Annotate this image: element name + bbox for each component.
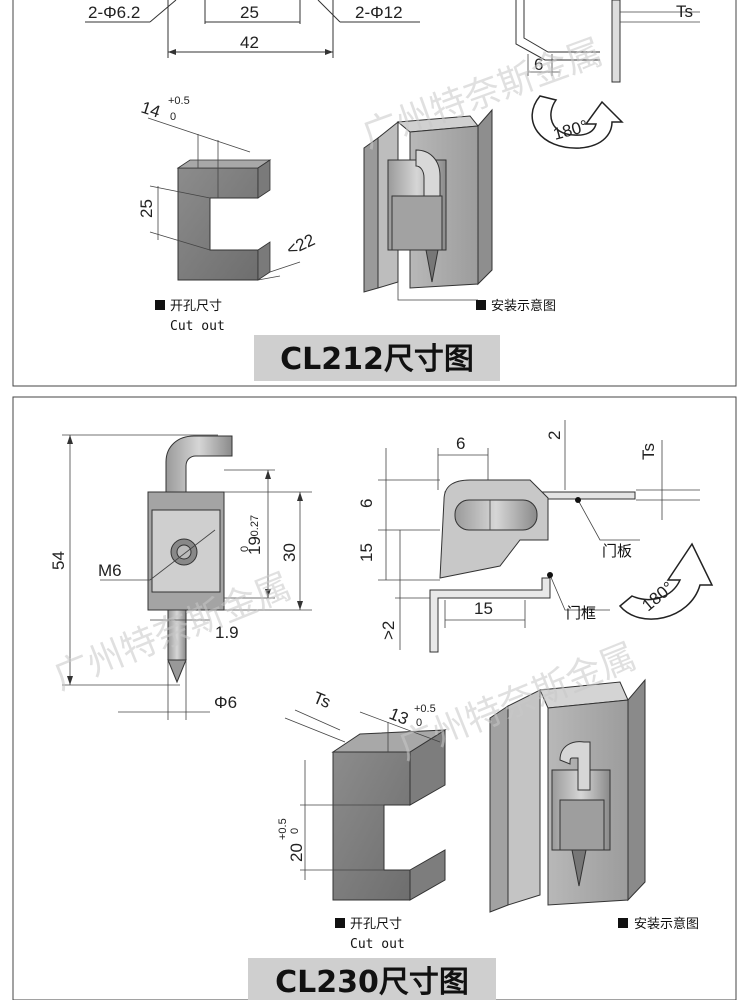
cutout-label-en: Cut out [170, 319, 225, 334]
side-view-partial: Ts 6 [515, 0, 700, 83]
dim-dia: Φ6 [214, 693, 237, 712]
door-frame-label: 门框 [566, 604, 596, 622]
install-illustration [363, 108, 493, 301]
install-bullet [476, 300, 486, 310]
install-label: 安装示意图 [491, 298, 556, 314]
dim-thread: M6 [98, 561, 122, 580]
dim-six-top: 6 [456, 434, 465, 453]
door-panel-label: 门板 [602, 542, 632, 560]
cutout-bullet [155, 300, 165, 310]
install-illustration-2 [489, 678, 646, 913]
cutout-label-en-2: Cut out [350, 937, 405, 952]
dim-gt2: >2 [379, 621, 398, 640]
dim-19-tol-up: 0 [239, 546, 251, 552]
dim-top: 14 [139, 98, 163, 122]
cutout-plate-2: Ts 13 +0.5 0 20 +0.5 0 [277, 688, 447, 901]
dim-twenty-tol-up: +0.5 [277, 818, 289, 840]
dim-top-tol-up: +0.5 [168, 95, 190, 107]
cutout-label-2: 开孔尺寸 [350, 917, 402, 932]
caption-2: CL230尺寸图 [275, 965, 469, 1000]
dim-thirteen-tol-up: +0.5 [414, 703, 436, 715]
dim-ts: Ts [676, 2, 693, 21]
hinge-front-view: 54 19 0 -0.27 30 [49, 434, 312, 720]
caption-box-2 [248, 958, 496, 1000]
dim-19-tol-low: -0.27 [249, 515, 261, 540]
dim-ts-top: Ts [639, 443, 658, 460]
dim-twenty: 20 [287, 843, 306, 862]
dim-1-9: 1.9 [215, 623, 239, 642]
dim-overall: 42 [240, 33, 259, 52]
dim-six: 6 [534, 55, 543, 74]
cutout-plate: 14 +0.5 0 25 <22 [137, 95, 318, 281]
dim-ts-2: Ts [311, 688, 334, 712]
dim-six-side: 6 [357, 499, 376, 508]
dim-fifteen-v: 15 [357, 543, 376, 562]
section-view: 6 2 Ts 6 15 >2 [357, 420, 700, 653]
dim-two: 2 [545, 431, 564, 440]
cutout-bullet-2 [335, 918, 345, 928]
panel-cl212: 2-Φ6.2 25 2-Φ12 42 Ts 6 180° [12, 0, 737, 387]
dim-19: 19 [245, 536, 264, 555]
dim-height-54: 54 [49, 551, 68, 570]
dim-twenty-tol-low: 0 [289, 828, 301, 834]
rotation-arrow: 180° [531, 95, 624, 149]
panel-cl230: 54 19 0 -0.27 30 [12, 396, 737, 1000]
cutout-label: 开孔尺寸 [170, 299, 222, 314]
dim-holes-right: 2-Φ12 [355, 3, 403, 22]
dim-fifteen-h: 15 [474, 599, 493, 618]
install-bullet-2 [618, 918, 628, 928]
dim-height: 25 [137, 199, 156, 218]
dim-center: 25 [240, 3, 259, 22]
dim-30: 30 [280, 543, 299, 562]
dim-top-tol-low: 0 [170, 111, 176, 123]
dim-holes-left: 2-Φ6.2 [88, 3, 140, 22]
top-dimension-row: 2-Φ6.2 25 2-Φ12 42 [85, 0, 420, 58]
install-label-2: 安装示意图 [634, 916, 699, 932]
dim-thirteen-tol-low: 0 [416, 717, 422, 729]
caption-box [254, 335, 500, 381]
caption: CL212尺寸图 [280, 342, 474, 377]
